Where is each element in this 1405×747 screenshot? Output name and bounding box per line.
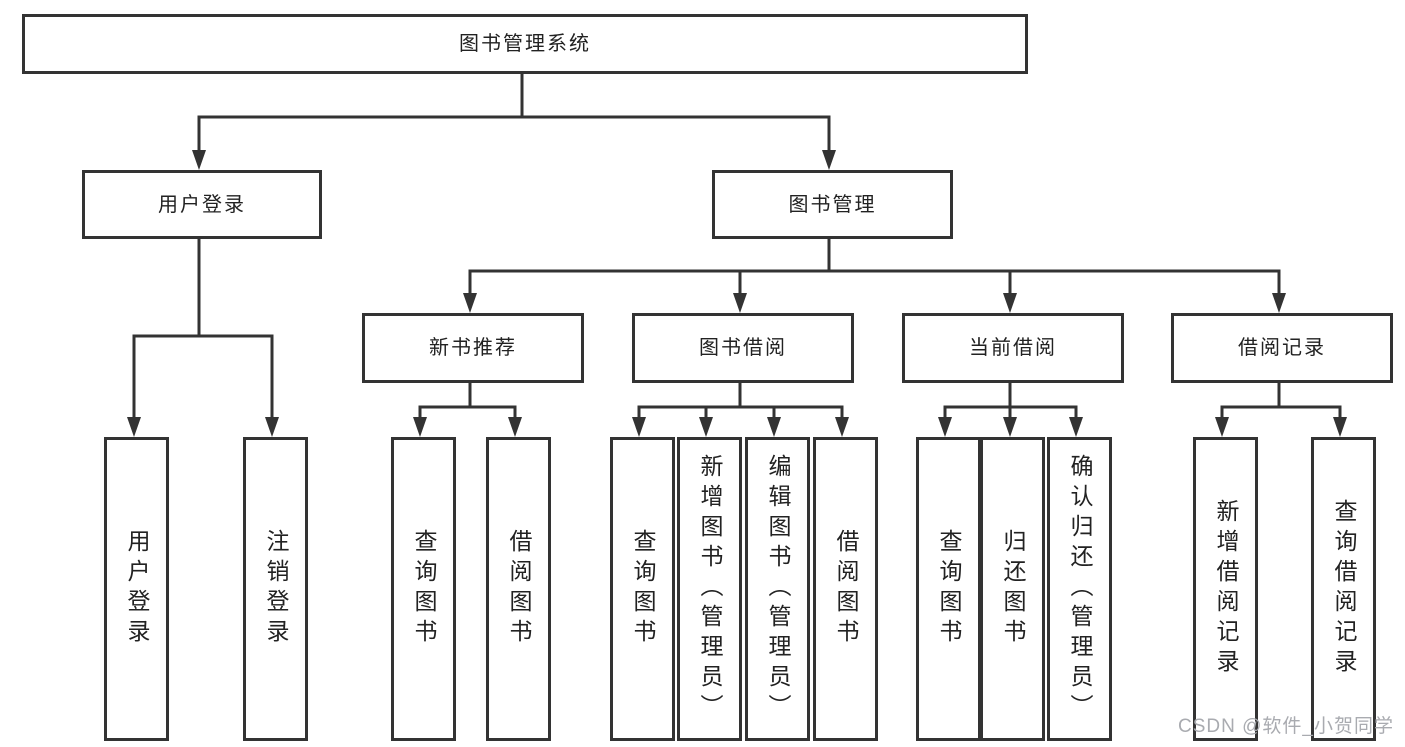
arrowhead-icon <box>632 417 646 437</box>
arrowhead-icon <box>733 293 747 313</box>
edge-currentborrow-to-children <box>943 377 1078 429</box>
arrowhead-icon <box>192 150 206 170</box>
node-book-borrowing-label: 图书借阅 <box>699 337 787 359</box>
edge-userlogin-to-children <box>132 233 274 429</box>
leaf-borrow-query-book: 查询图书 <box>610 437 675 741</box>
leaf-borrow-borrow-book-label: 借阅图书 <box>833 529 859 649</box>
leaf-records-query-record-label: 查询借阅记录 <box>1331 499 1357 679</box>
leaf-newbook-borrow-book: 借阅图书 <box>486 437 551 741</box>
leaf-logout-label: 注销登录 <box>263 529 289 649</box>
arrowhead-icon <box>1215 417 1229 437</box>
arrowhead-icon <box>265 417 279 437</box>
csdn-watermark: CSDN @软件_小贺同学 <box>1178 716 1394 737</box>
arrowhead-icon <box>938 417 952 437</box>
node-book-management-label: 图书管理 <box>788 193 877 216</box>
arrowhead-icon <box>1069 417 1083 437</box>
leaf-borrow-add-book-admin-label: 新增图书（管理员） <box>697 454 723 724</box>
leaf-current-return-book-label: 归还图书 <box>1000 529 1026 649</box>
arrowhead-icon <box>767 417 781 437</box>
leaf-newbook-borrow-book-label: 借阅图书 <box>506 529 532 649</box>
leaf-user-login-label: 用户登录 <box>124 529 150 649</box>
node-book-borrowing: 图书借阅 <box>632 313 854 383</box>
arrowhead-icon <box>1333 417 1347 437</box>
edge-newbookrec-to-children <box>418 377 517 429</box>
leaf-records-query-record: 查询借阅记录 <box>1311 437 1376 741</box>
node-root-label: 图书管理系统 <box>459 33 591 55</box>
node-new-book-recommend: 新书推荐 <box>362 313 584 383</box>
arrowhead-icon <box>413 417 427 437</box>
leaf-current-return-book: 归还图书 <box>980 437 1045 741</box>
node-current-borrowing: 当前借阅 <box>902 313 1124 383</box>
node-borrowing-records: 借阅记录 <box>1171 313 1393 383</box>
leaf-borrow-borrow-book: 借阅图书 <box>813 437 878 741</box>
node-borrowing-records-label: 借阅记录 <box>1238 337 1326 359</box>
node-book-management: 图书管理 <box>712 170 953 239</box>
leaf-records-add-record: 新增借阅记录 <box>1193 437 1258 741</box>
leaf-borrow-edit-book-admin-label: 编辑图书（管理员） <box>765 454 791 724</box>
arrowhead-icon <box>835 417 849 437</box>
edge-bookmgmt-to-level3 <box>468 233 1281 305</box>
node-user-login-label: 用户登录 <box>158 193 246 216</box>
arrowhead-icon <box>1003 417 1017 437</box>
leaf-current-confirm-return-admin-label: 确认归还（管理员） <box>1067 454 1093 724</box>
leaf-current-query-book: 查询图书 <box>916 437 981 741</box>
arrowhead-icon <box>1272 293 1286 313</box>
node-new-book-recommend-label: 新书推荐 <box>429 337 517 359</box>
node-user-login: 用户登录 <box>82 170 322 239</box>
edge-root-to-level2 <box>197 68 831 162</box>
leaf-user-login: 用户登录 <box>104 437 169 741</box>
leaf-logout: 注销登录 <box>243 437 308 741</box>
arrowhead-icon <box>699 417 713 437</box>
leaf-newbook-query-book: 查询图书 <box>391 437 456 741</box>
edge-bookborrow-to-children <box>637 377 844 429</box>
node-root: 图书管理系统 <box>22 14 1028 74</box>
arrowhead-icon <box>127 417 141 437</box>
arrowhead-icon <box>508 417 522 437</box>
leaf-borrow-edit-book-admin: 编辑图书（管理员） <box>745 437 810 741</box>
leaf-borrow-query-book-label: 查询图书 <box>630 529 656 649</box>
arrowhead-icon <box>1003 293 1017 313</box>
edge-records-to-children <box>1220 377 1342 429</box>
leaf-borrow-add-book-admin: 新增图书（管理员） <box>677 437 742 741</box>
leaf-records-add-record-label: 新增借阅记录 <box>1213 499 1239 679</box>
arrowhead-icon <box>463 293 477 313</box>
leaf-newbook-query-book-label: 查询图书 <box>411 529 437 649</box>
leaf-current-query-book-label: 查询图书 <box>936 529 962 649</box>
node-current-borrowing-label: 当前借阅 <box>969 337 1057 359</box>
leaf-current-confirm-return-admin: 确认归还（管理员） <box>1047 437 1112 741</box>
arrowhead-icon <box>822 150 836 170</box>
